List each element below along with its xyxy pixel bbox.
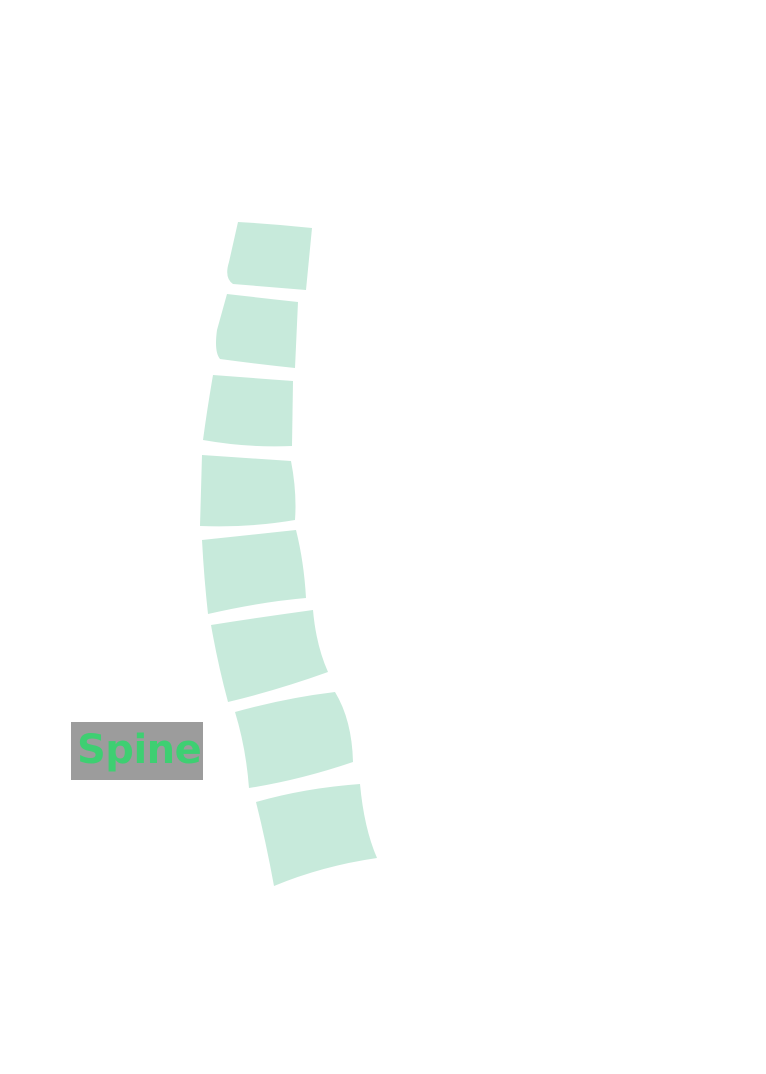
vertebra-6 — [211, 610, 328, 702]
vertebral-column — [200, 222, 377, 886]
vertebra-3 — [203, 375, 293, 447]
vertebra-7 — [235, 692, 353, 788]
vertebra-4 — [200, 455, 296, 527]
spine-label: Spine — [71, 722, 203, 780]
vertebra-1 — [227, 222, 312, 290]
vertebra-8 — [256, 784, 377, 886]
vertebra-2 — [216, 294, 298, 368]
vertebra-5 — [202, 530, 306, 614]
